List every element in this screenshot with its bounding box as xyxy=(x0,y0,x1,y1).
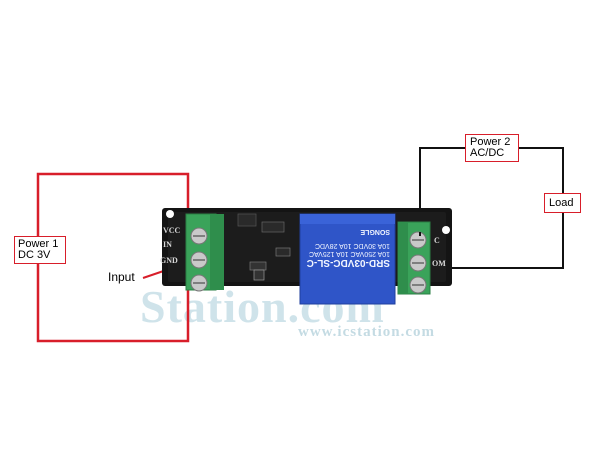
header-pin xyxy=(253,269,265,281)
power2-type: AC/DC xyxy=(470,147,505,159)
output-terminal-block xyxy=(397,221,431,295)
relay-rating-2: 10A 30VDC 10A 28VDC xyxy=(314,242,390,249)
power1-label: Power 1 DC 3V xyxy=(14,236,66,264)
power2-name: Power 2 xyxy=(470,136,511,148)
pin-label-in: IN xyxy=(163,240,172,249)
power1-name: Power 1 xyxy=(18,238,59,250)
watermark-url: www.icstation.com xyxy=(298,324,435,340)
diode xyxy=(261,221,285,233)
input-terminal-block xyxy=(185,213,224,292)
resistor xyxy=(249,261,267,271)
load-label: Load xyxy=(544,193,581,213)
pin-label-vcc: VCC xyxy=(163,226,181,235)
transistor xyxy=(237,213,257,227)
input-label: Input xyxy=(108,270,135,284)
pin-label-gnd: GND xyxy=(160,256,178,265)
relay-rating-1: 10A 250VAC 10A 125VAC xyxy=(308,250,390,257)
mount-hole xyxy=(166,210,174,218)
power2-wire xyxy=(419,147,564,269)
power2-label: Power 2 AC/DC xyxy=(465,134,519,162)
relay-model: SRD-03VDC-SL-C xyxy=(306,257,390,268)
relay xyxy=(299,213,396,305)
mount-hole xyxy=(442,226,450,234)
relay-brand: SONGLE xyxy=(360,228,390,235)
pin-label-com: OM xyxy=(432,259,446,268)
power1-voltage: DC 3V xyxy=(18,249,51,261)
led xyxy=(275,247,291,257)
pin-label-nc: C xyxy=(434,236,440,245)
